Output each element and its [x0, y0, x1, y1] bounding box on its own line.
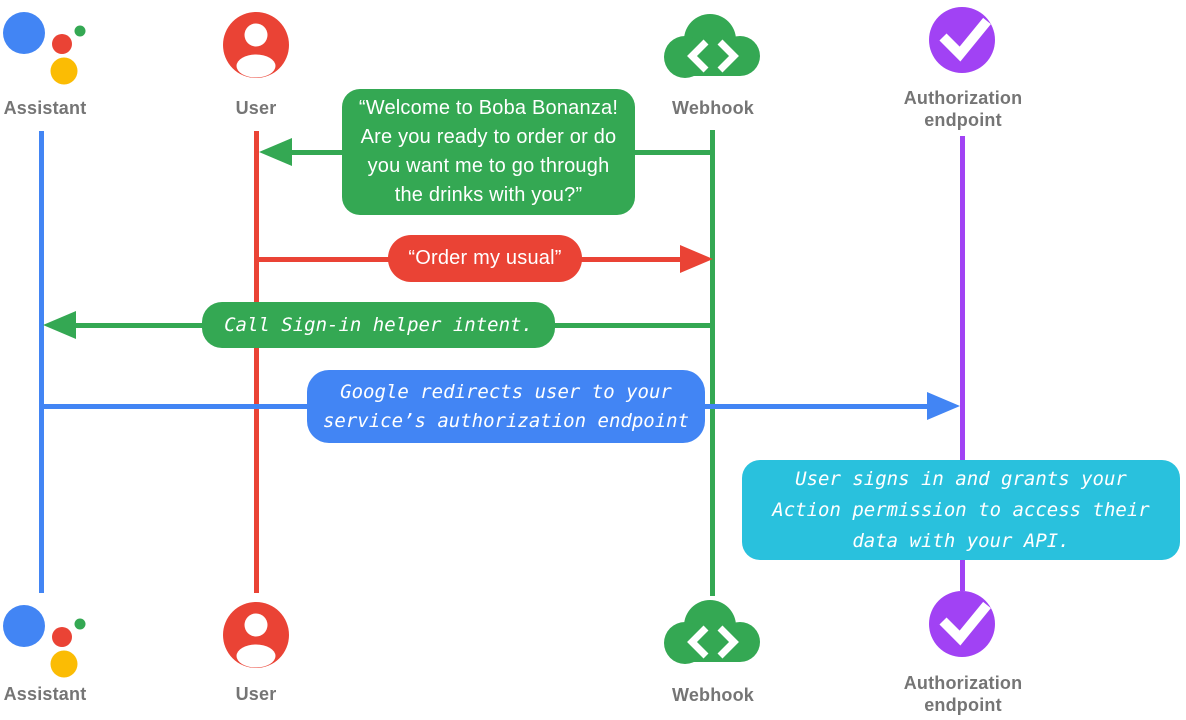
user-label-bottom: User	[235, 684, 277, 704]
redirect-message-line: service’s authorization endpoint	[322, 409, 690, 432]
auth-label-line1: Authorization	[903, 88, 1023, 108]
user-label-top: User	[235, 98, 277, 118]
assistant-lifeline	[39, 131, 44, 593]
welcome-message-bubble: “Welcome to Boba Bonanza! Are you ready …	[342, 89, 635, 215]
welcome-message-line: you want me to go through	[367, 155, 610, 177]
redirect-message-bubble: Google redirects user to your service’s …	[307, 370, 705, 443]
webhook-lifeline	[710, 130, 715, 596]
signin-arrowhead-icon	[43, 311, 76, 339]
welcome-message-line: “Welcome to Boba Bonanza!	[358, 97, 619, 119]
webhook-icon	[664, 600, 760, 664]
auth-checkmark-icon	[929, 591, 995, 657]
redirect-arrowhead-icon	[927, 392, 960, 420]
webhook-label-bottom: Webhook	[671, 685, 755, 705]
signin-note-box: User signs in and grants your Action per…	[742, 460, 1180, 560]
auth-label-bottom: Authorization endpoint	[898, 672, 1028, 716]
webhook-label-top: Webhook	[671, 98, 755, 118]
welcome-message-line: Are you ready to order or do	[360, 126, 617, 148]
user-icon	[223, 602, 289, 668]
assistant-icon	[3, 12, 86, 85]
assistant-label-bottom: Assistant	[3, 684, 87, 704]
assistant-label-top: Assistant	[3, 98, 87, 118]
welcome-message-line: the drinks with you?”	[394, 184, 583, 206]
auth-label-top: Authorization endpoint	[898, 87, 1028, 131]
auth-lifeline	[960, 136, 965, 591]
signin-note-line: User signs in and grants your	[795, 467, 1127, 490]
auth-label-line2: endpoint	[924, 695, 1002, 715]
auth-label-line2: endpoint	[924, 110, 1002, 130]
assistant-icon	[3, 605, 86, 678]
order-arrowhead-icon	[680, 245, 713, 273]
signin-note-line: Action permission to access their	[772, 498, 1150, 521]
order-message-bubble: “Order my usual”	[388, 235, 582, 282]
order-message-text: “Order my usual”	[408, 247, 562, 269]
signin-message-text: Call Sign-in helper intent.	[224, 313, 533, 336]
welcome-arrowhead-icon	[259, 138, 292, 166]
redirect-message-line: Google redirects user to your	[340, 380, 672, 403]
webhook-icon	[664, 14, 760, 78]
signin-message-bubble: Call Sign-in helper intent.	[202, 302, 555, 348]
auth-label-line1: Authorization	[903, 673, 1023, 693]
user-lifeline	[254, 131, 259, 593]
user-icon	[223, 12, 289, 78]
auth-checkmark-icon	[929, 7, 995, 73]
signin-note-line: data with your API.	[852, 529, 1070, 552]
